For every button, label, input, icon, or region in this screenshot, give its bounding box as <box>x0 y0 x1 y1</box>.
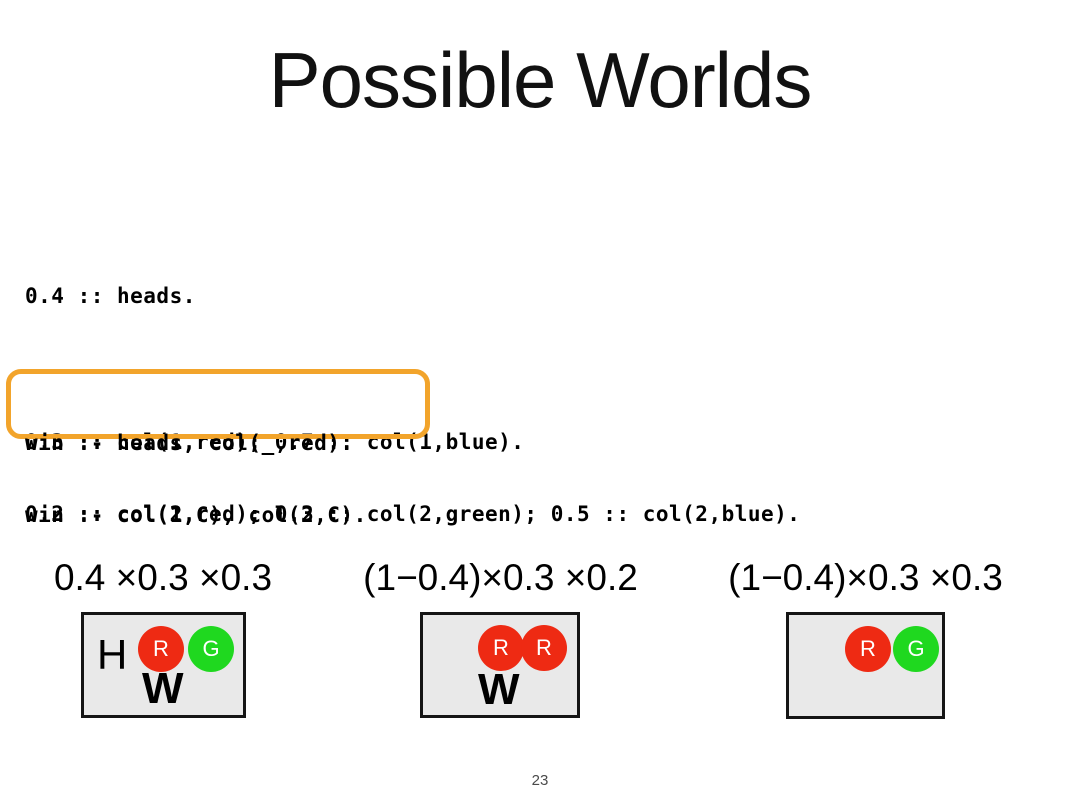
world-1-heads-label: H <box>97 631 128 678</box>
world-2: (1−0.4)×0.3 ×0.2 R R W <box>358 556 643 726</box>
world-1-formula: 0.4 ×0.3 ×0.3 <box>53 557 273 598</box>
world-3-formula: (1−0.4)×0.3 ×0.3 <box>728 557 1003 598</box>
world-1-win-label: W <box>142 664 184 713</box>
world-2-formula: (1−0.4)×0.3 ×0.2 <box>363 557 638 598</box>
win-rules-code-block: win :- heads, col(_,red). win :- col(1,C… <box>25 383 367 575</box>
page-title: Possible Worlds <box>268 36 813 124</box>
world-2-chip-red-1: R <box>478 625 524 671</box>
world-3: (1−0.4)×0.3 ×0.3 R G <box>710 556 1021 726</box>
world-2-box: R R W <box>420 612 580 718</box>
world-2-chip-red-2: R <box>521 625 567 671</box>
world-1-chip-red: R <box>138 626 184 672</box>
world-3-chip-green: G <box>893 626 939 672</box>
code-line-col2: 0.2 :: col(2,red); 0.3 :: col(2,green); … <box>25 502 801 526</box>
code-line-win-rule-2: win :- col(1,C), col(2,C). <box>25 503 367 527</box>
rules-highlight-box <box>6 369 430 439</box>
page-number: 23 <box>531 772 549 789</box>
world-1: 0.4 ×0.3 ×0.3 H R G W <box>28 556 298 726</box>
world-1-chip-green: G <box>188 626 234 672</box>
world-3-chip-red: R <box>845 626 891 672</box>
world-3-box: R G <box>786 612 945 719</box>
code-line-heads: 0.4 :: heads. <box>25 284 196 308</box>
world-2-win-label: W <box>478 665 520 714</box>
code-line-win-rule-1: win :- heads, col(_,red). <box>25 431 354 455</box>
world-1-box: H R G W <box>81 612 246 718</box>
